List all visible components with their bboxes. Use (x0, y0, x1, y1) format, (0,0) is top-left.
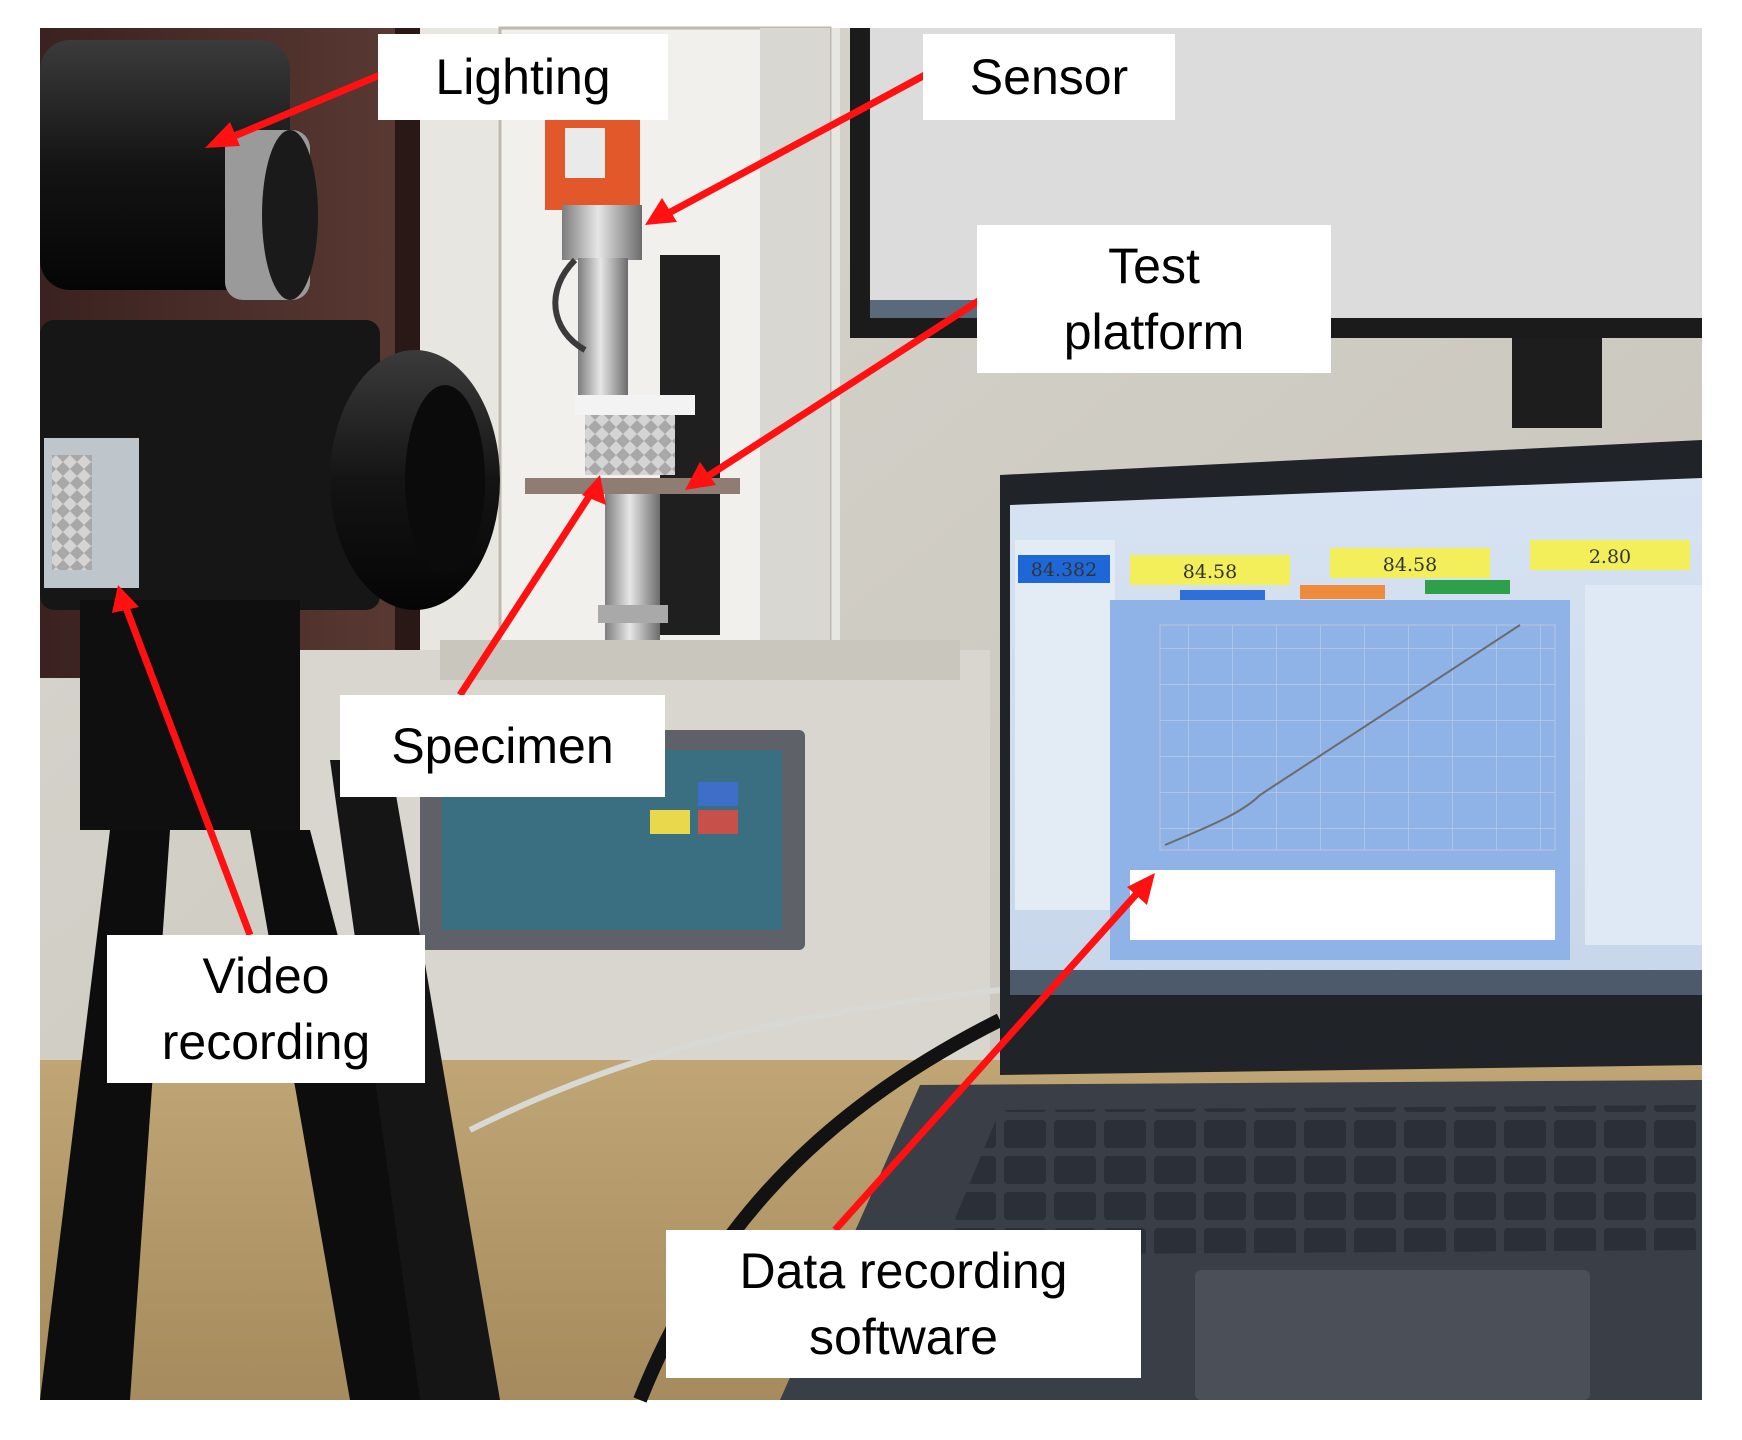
label-video-recording-line-1: Video (202, 948, 330, 1004)
label-data-recording-software: Data recording software (666, 1230, 1141, 1378)
software-plot-area (1159, 624, 1556, 851)
software-readout-3: 2.80 (1589, 546, 1631, 568)
desk-cable (468, 987, 1001, 1133)
label-test-platform-line-2: platform (1063, 304, 1245, 360)
background-monitor-taskbar (870, 300, 980, 318)
arrow-specimen (457, 475, 606, 697)
software-readout-3-bg (1530, 540, 1690, 570)
software-curve (1164, 624, 1521, 846)
machine-base-top (440, 640, 960, 680)
arrow-test-platform (685, 297, 982, 490)
tripod-head (80, 600, 300, 830)
label-test-platform-line-1: Test (1108, 238, 1200, 294)
control-panel-button-red (698, 810, 738, 834)
label-lighting-text: Lighting (435, 49, 611, 105)
arrow-video-recording (112, 585, 254, 937)
label-sensor: Sensor (923, 34, 1175, 120)
arrow-data-recording-software (832, 873, 1155, 1233)
laptop-touchpad (1195, 1270, 1590, 1400)
software-tab-orange (1300, 585, 1385, 599)
upper-clamp-plate (575, 395, 695, 415)
label-test-platform: Test platform (977, 225, 1331, 373)
software-left-readout: 84.382 (1031, 559, 1097, 581)
laptop-keyboard (940, 1105, 1702, 1255)
specimen (585, 415, 675, 475)
label-sensor-text: Sensor (969, 49, 1129, 105)
software-left-readout-bg (1018, 555, 1110, 583)
test-platform-plate (525, 478, 740, 494)
software-readout-2: 84.58 (1383, 554, 1437, 576)
camera-lens-glass (405, 385, 485, 575)
arrow-lighting (205, 71, 382, 148)
label-data-recording-software-line-1: Data recording (739, 1243, 1068, 1299)
software-readout-1: 84.58 (1183, 561, 1237, 583)
software-log-area (1130, 870, 1555, 940)
sensor-sticker (565, 128, 605, 178)
machine-column-right (760, 28, 830, 668)
label-data-recording-software-line-2: software (809, 1309, 998, 1365)
label-lighting: Lighting (378, 34, 668, 120)
background-monitor-stand (1512, 338, 1602, 428)
software-tab-green (1425, 580, 1510, 594)
laptop-taskbar (1010, 970, 1702, 995)
upper-rod (578, 258, 628, 398)
label-specimen-text: Specimen (391, 718, 614, 774)
label-specimen: Specimen (340, 695, 665, 797)
software-right-panel (1585, 585, 1702, 945)
arrow-sensor (645, 71, 927, 225)
control-panel-button-yellow (650, 810, 690, 834)
sensor-cable (552, 257, 587, 353)
sensor-collar (562, 205, 642, 260)
software-readout-1-bg (1130, 555, 1290, 585)
software-readout-2-bg (1330, 548, 1490, 578)
label-video-recording-line-2: recording (161, 1014, 371, 1070)
label-video-recording: Video recording (107, 935, 425, 1083)
camera-display-content (52, 455, 92, 570)
software-left-panel (1015, 540, 1115, 910)
lighting-lens-front (262, 130, 318, 300)
lower-nut (598, 605, 668, 623)
control-panel-button-blue (698, 782, 738, 806)
